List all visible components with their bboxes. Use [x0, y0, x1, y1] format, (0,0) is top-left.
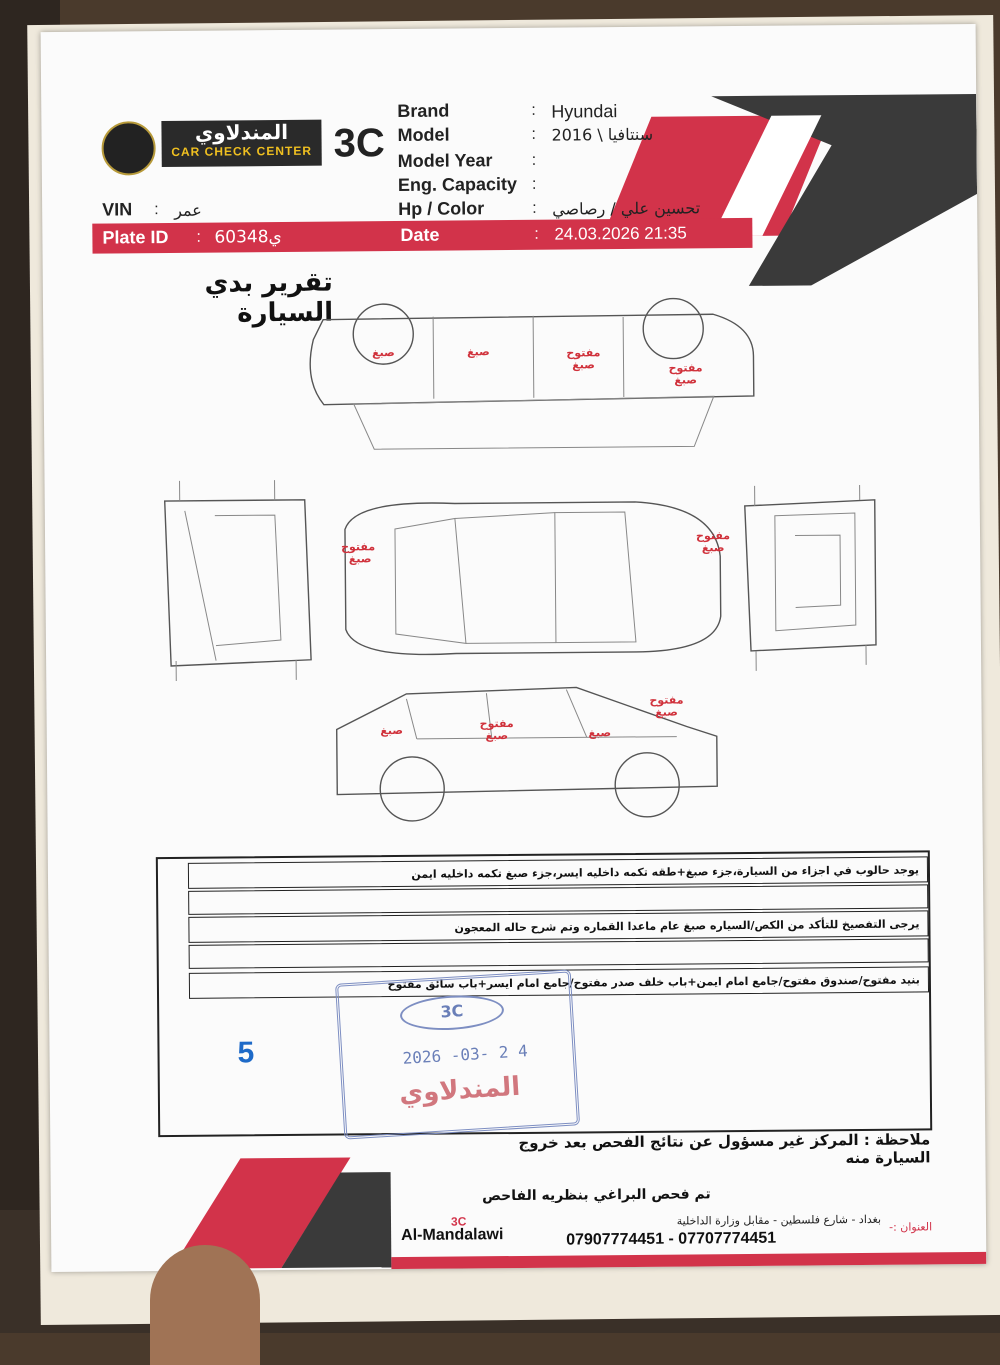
- thumb: [150, 1245, 260, 1365]
- inspection-stamp: 3C 2026 -03- 2 4 المندلاوي: [335, 969, 581, 1140]
- notes-box: يوجد حالوب في اجزاء من السيارة،جزء صبغ+ط…: [155, 850, 933, 1140]
- stamp-date: 2026 -03- 2 4: [402, 1041, 529, 1068]
- model-year-colon: :: [531, 151, 537, 169]
- plate-colon: :: [196, 228, 201, 246]
- mark-opened-paint-upper-1: مفتوح صبغ: [566, 346, 601, 372]
- brand-label: Brand: [397, 100, 450, 121]
- inspected-by: تم فحص البراغي بنظريه الفاحص: [481, 1186, 711, 1205]
- car-side-lower: [336, 686, 718, 822]
- logo-3c: 3C: [333, 121, 385, 166]
- inspection-sheet: المندلاوي CAR CHECK CENTER 3C Brand Mode…: [40, 23, 987, 1273]
- footer-brand-name: Al-Mandalawi: [401, 1226, 504, 1245]
- mark-opened-paint-top-right: مفتوح صبغ: [695, 529, 731, 555]
- mark-paint-upper-1: صبغ: [372, 346, 395, 360]
- eng-capacity-label: Eng. Capacity: [397, 173, 518, 195]
- date-value: 24.03.2026 21:35: [554, 223, 687, 244]
- header-decoration: [602, 93, 978, 288]
- model-year-label: Model Year: [397, 150, 493, 171]
- car-rear-view: [744, 484, 877, 671]
- mark-paint-lower-1: صبغ: [380, 723, 404, 738]
- hp-color-value: تحسين علي / رصاصي: [552, 198, 701, 219]
- note-row-1: يوجد حالوب في اجزاء من السيارة،جزء صبغ+ط…: [187, 856, 929, 889]
- vin-value: عمر: [174, 200, 202, 220]
- model-label: Model: [397, 124, 450, 145]
- address: بغداد - شارع فلسطين - مقابل وزارة الداخل…: [676, 1212, 882, 1228]
- brand-value: Hyundai: [551, 101, 618, 122]
- plate-date-bar: Plate ID : ي60348 Date : 24.03.2026 21:3…: [92, 217, 753, 254]
- brand-colon: :: [531, 101, 536, 119]
- mark-paint-lower-2: صبغ: [588, 726, 612, 740]
- vin-colon: :: [154, 201, 159, 219]
- stamp-name: المندلاوي: [398, 1071, 522, 1110]
- date-label: Date: [400, 224, 440, 245]
- logo-arabic: المندلاوي: [194, 119, 289, 145]
- car-front-view: [163, 480, 312, 681]
- car-side-upper: [309, 297, 755, 450]
- phone-numbers: 07907774451 - 07707774451: [566, 1229, 777, 1249]
- logo-english: CAR CHECK CENTER: [171, 143, 313, 159]
- vin-label: VIN: [102, 199, 133, 220]
- model-colon: :: [531, 125, 537, 143]
- eng-capacity-colon: :: [531, 175, 537, 193]
- mark-opened-paint-lower-1: مفتوح صبغ: [649, 693, 684, 719]
- plate-value: ي60348: [214, 227, 282, 248]
- logo-emblem-icon: [101, 121, 156, 176]
- note-row-blank-2: [188, 938, 929, 969]
- mark-opened-paint-top-left: مفتوح صبغ: [341, 540, 376, 566]
- car-top-view: [344, 501, 722, 656]
- hp-color-label: Hp / Color: [398, 198, 485, 219]
- page-number: 5: [237, 1036, 255, 1070]
- mark-paint-upper-2: صبغ: [467, 345, 490, 359]
- hp-color-colon: :: [532, 199, 537, 217]
- model-value: سنتافيا \ 2016: [551, 124, 654, 145]
- note-row-blank-1: [188, 884, 929, 915]
- plate-label: Plate ID: [102, 226, 169, 248]
- note-row-2: يرجى التفصيخ للتأكد من الكص/السياره صبغ …: [188, 910, 929, 943]
- stamp-3c: 3C: [399, 992, 505, 1033]
- mark-opened-paint-lower-2: مفتوح صبغ: [479, 717, 514, 743]
- car-diagram: [163, 297, 877, 822]
- address-label: العنوان :-: [889, 1220, 933, 1234]
- logo-plate: المندلاوي CAR CHECK CENTER: [161, 119, 322, 168]
- date-colon: :: [534, 225, 539, 243]
- mark-opened-paint-upper-2: مفتوح صبغ: [668, 361, 703, 387]
